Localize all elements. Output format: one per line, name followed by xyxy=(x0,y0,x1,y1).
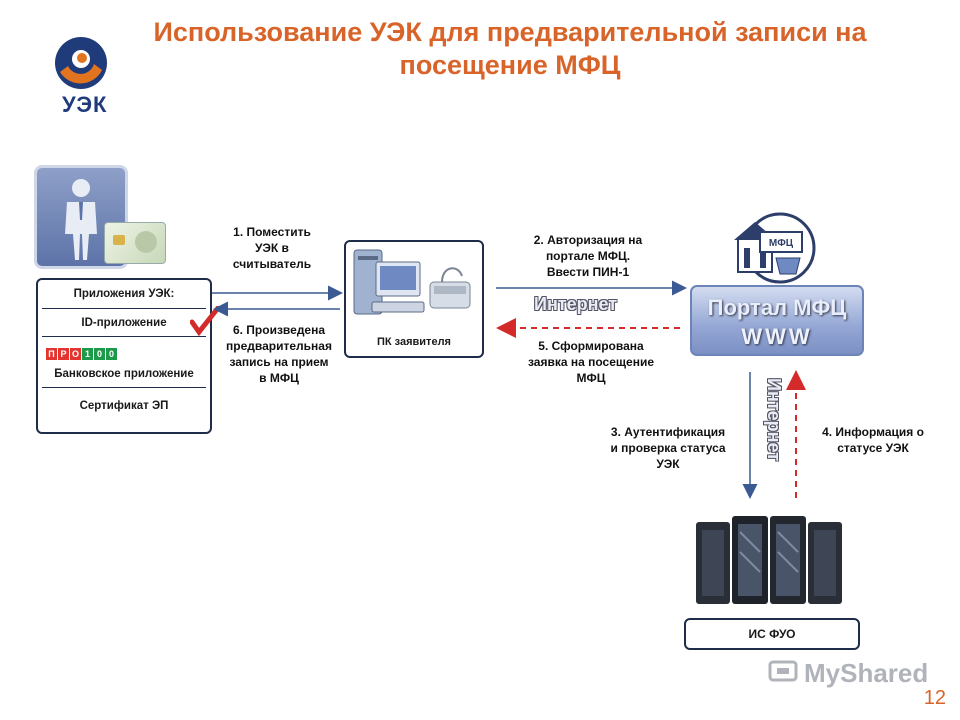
apps-header: Приложения УЭК: xyxy=(73,288,175,300)
checkmark-icon xyxy=(190,306,220,336)
bank-app-label: Банковское приложение xyxy=(54,368,194,380)
user-avatar-tile xyxy=(34,165,128,269)
computer-icon xyxy=(353,249,471,315)
portal-www: WWW xyxy=(741,324,813,349)
title-line-2: посещение МФЦ xyxy=(399,50,621,80)
is-fuo-box: ИС ФУО xyxy=(684,618,860,650)
watermark-icon xyxy=(768,660,798,682)
id-app-label: ID-приложение xyxy=(81,317,167,329)
uek-logo-icon xyxy=(55,37,107,89)
page-number: 12 xyxy=(923,687,946,709)
watermark: MyShared xyxy=(768,656,928,689)
page-title: Использование УЭК для предварительной за… xyxy=(100,16,920,82)
svg-text:МФЦ: МФЦ xyxy=(769,238,794,249)
applicant-pc-box: ПК заявителя xyxy=(344,240,484,358)
pc-label: ПК заявителя xyxy=(377,336,451,348)
internet-label-vertical: Интернет xyxy=(764,378,784,462)
title-line-1: Использование УЭК для предварительной за… xyxy=(153,17,867,47)
server-rack-icon xyxy=(696,516,842,604)
mfc-portal-box: Портал МФЦ WWW xyxy=(690,285,864,356)
cert-label: Сертификат ЭП xyxy=(79,400,169,412)
portal-title: Портал МФЦ xyxy=(707,295,847,320)
mfc-building-icon: МФЦ xyxy=(734,212,816,284)
person-icon xyxy=(65,179,97,260)
internet-label-horizontal: Интернет xyxy=(534,294,618,314)
uek-card-icon xyxy=(104,222,166,264)
logo-text: УЭК xyxy=(62,92,108,117)
